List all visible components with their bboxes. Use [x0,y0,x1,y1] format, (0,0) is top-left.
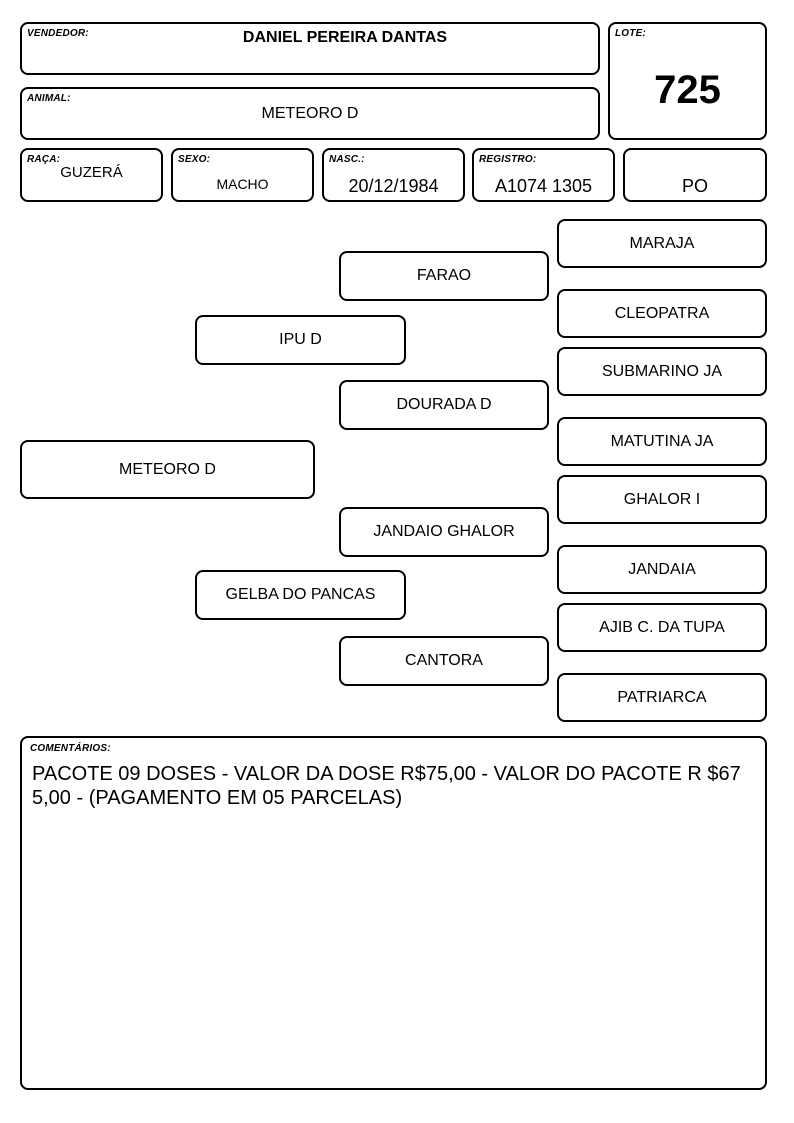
avo-materno: JANDAIO GHALOR [339,507,549,557]
comentarios-box: COMENTÁRIOS: PACOTE 09 DOSES - VALOR DA … [20,736,767,1090]
lote-value: 725 [654,68,721,112]
lote-box: LOTE: 725 [608,22,767,140]
registro-value: A1074 1305 [494,176,593,196]
bisavo-8: PATRIARCA [557,673,767,722]
sexo-box: SEXO: MACHO [171,148,314,202]
vendedor-label: VENDEDOR: [27,28,89,39]
lote-label: LOTE: [615,28,646,39]
avo-materna: CANTORA [339,636,549,686]
pai: IPU D [195,315,406,365]
comentarios-text: PACOTE 09 DOSES - VALOR DA DOSE R$75,00 … [32,763,741,809]
vendedor-value: DANIEL PEREIRA DANTAS [242,29,448,46]
bisavo-6: JANDAIA [557,545,767,594]
categoria-value: PO [681,176,708,196]
raca-label: RAÇA: [27,154,61,165]
sexo-value: MACHO [216,176,269,192]
animal-label: ANIMAL: [27,93,71,104]
categoria-box: PO [623,148,767,202]
animal-value: METEORO D [261,105,359,122]
registro-label: REGISTRO: [479,154,537,165]
mae: GELBA DO PANCAS [195,570,406,620]
pedigree-animal: METEORO D [20,440,315,499]
nasc-label: NASC.: [329,154,365,165]
sexo-label: SEXO: [178,154,211,165]
raca-value: GUZERÁ [60,164,123,181]
nasc-box: NASC.: 20/12/1984 [322,148,465,202]
bisavo-5: GHALOR I [557,475,767,524]
raca-box: RAÇA: GUZERÁ [20,148,163,202]
avo-paterno: FARAO [339,251,549,301]
avo-paterna: DOURADA D [339,380,549,430]
nasc-value: 20/12/1984 [348,176,439,196]
bisavo-4: MATUTINA JA [557,417,767,466]
bisavo-2: CLEOPATRA [557,289,767,338]
bisavo-3: SUBMARINO JA [557,347,767,396]
comentarios-label: COMENTÁRIOS: [30,743,111,754]
vendedor-box: VENDEDOR: DANIEL PEREIRA DANTAS [20,22,600,75]
bisavo-7: AJIB C. DA TUPA [557,603,767,652]
registro-box: REGISTRO: A1074 1305 [472,148,615,202]
bisavo-1: MARAJA [557,219,767,268]
animal-box: ANIMAL: METEORO D [20,87,600,140]
